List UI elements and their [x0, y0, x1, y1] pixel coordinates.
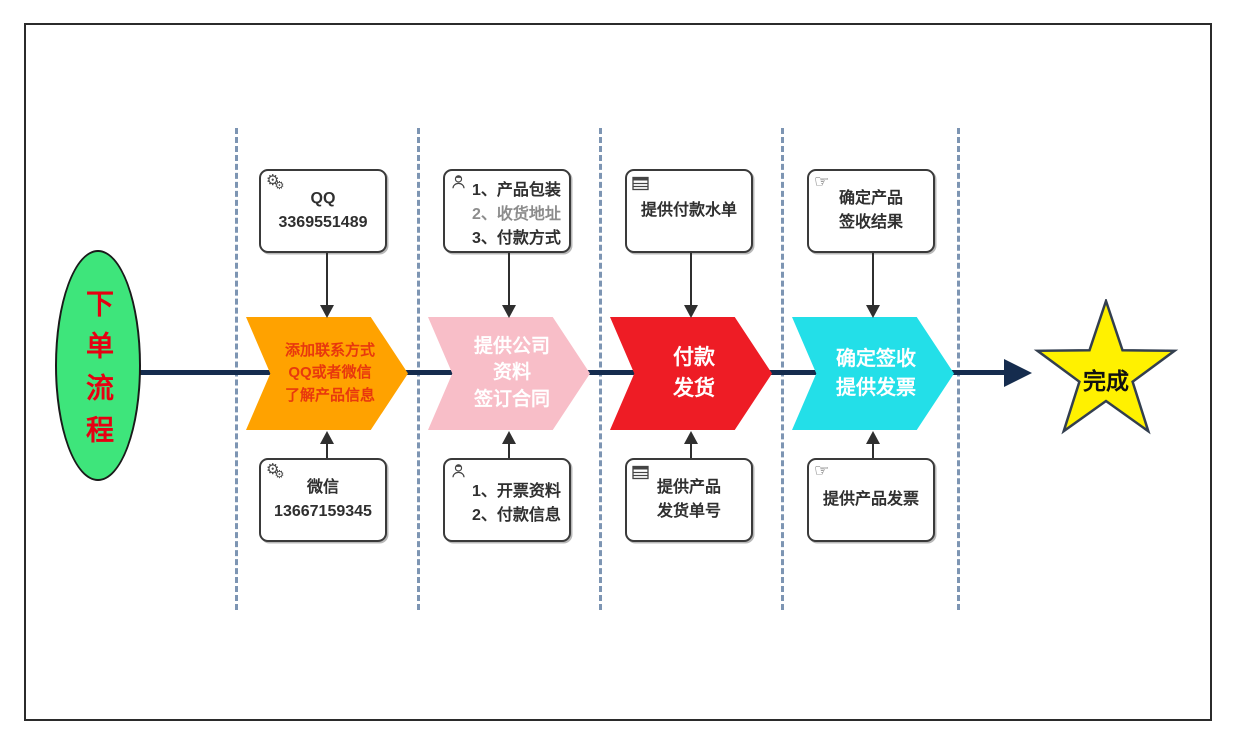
- note-box-payment-slip: 提供付款水单: [625, 169, 753, 253]
- lane-divider: [599, 128, 602, 610]
- note-box-product-invoice: ☞ 提供产品发票: [807, 458, 935, 542]
- note-line: 3369551489: [278, 214, 368, 231]
- connector-line: [872, 253, 874, 306]
- note-line: 微信: [306, 479, 339, 496]
- note-body: 提供付款水单: [627, 171, 751, 251]
- connector-arrowhead-up: [320, 431, 334, 444]
- note-line: 发货单号: [656, 503, 721, 520]
- connector-line: [326, 253, 328, 306]
- connector-arrowhead-down: [320, 305, 334, 318]
- connector-line: [508, 253, 510, 306]
- connector-line: [872, 443, 874, 458]
- lane-divider: [781, 128, 784, 610]
- connector-line: [508, 443, 510, 458]
- note-line: 1、产品包装: [472, 182, 561, 199]
- note-line: 2、付款信息: [472, 507, 561, 524]
- note-body: 1、开票资料 2、付款信息: [445, 460, 569, 540]
- note-box-packing: 1、产品包装 2、收货地址 3、付款方式: [443, 169, 571, 253]
- connector-arrowhead-down: [502, 305, 516, 318]
- note-box-qq: ⚙⚙ QQ 3369551489: [259, 169, 387, 253]
- note-line: 提供产品发票: [822, 491, 919, 508]
- connector-arrowhead-down: [866, 305, 880, 318]
- note-line: QQ: [310, 190, 336, 207]
- note-body: 微信 13667159345: [261, 460, 385, 540]
- connector-arrowhead-up: [502, 431, 516, 444]
- pointing-hand-icon: ☞: [814, 461, 830, 480]
- note-line: 2、收货地址: [472, 206, 561, 223]
- worker-icon: [450, 173, 467, 194]
- gears-icon: ⚙⚙: [266, 461, 285, 481]
- connector-arrowhead-down: [684, 305, 698, 318]
- note-line: 1、开票资料: [472, 483, 561, 500]
- note-line: 提供产品: [656, 479, 721, 496]
- step-chevron-contact: 添加联系方式 QQ或者微信 了解产品信息: [246, 317, 408, 430]
- note-line: 确定产品: [838, 190, 903, 207]
- note-line: 提供付款水单: [640, 202, 737, 219]
- connector-line: [690, 443, 692, 458]
- connector-line: [326, 443, 328, 458]
- outer-border: [24, 23, 1212, 721]
- star-shape: [1033, 299, 1179, 435]
- lane-divider: [417, 128, 420, 610]
- end-label: 完成: [1083, 368, 1129, 394]
- note-box-sign-result: ☞ 确定产品 签收结果: [807, 169, 935, 253]
- note-line: 3、付款方式: [472, 230, 561, 247]
- end-star: 完成: [1033, 299, 1179, 435]
- pointing-hand-icon: ☞: [814, 172, 830, 191]
- main-flow-arrowhead: [1004, 359, 1032, 387]
- note-body: QQ 3369551489: [261, 171, 385, 251]
- connector-arrowhead-up: [684, 431, 698, 444]
- table-icon: [632, 462, 649, 484]
- note-box-wechat: ⚙⚙ 微信 13667159345: [259, 458, 387, 542]
- note-body: 1、产品包装 2、收货地址 3、付款方式: [445, 171, 569, 251]
- note-line: 签收结果: [838, 214, 903, 231]
- note-box-invoice-info: 1、开票资料 2、付款信息: [443, 458, 571, 542]
- note-body: 提供产品发票: [809, 460, 933, 540]
- worker-icon: [450, 462, 467, 483]
- lane-divider: [235, 128, 238, 610]
- note-line: 13667159345: [274, 503, 372, 520]
- gears-icon: ⚙⚙: [266, 172, 285, 192]
- connector-line: [690, 253, 692, 306]
- note-body: 确定产品 签收结果: [809, 171, 933, 251]
- step-chevron-signoff: 确定签收 提供发票: [792, 317, 954, 430]
- note-box-shipping-no: 提供产品 发货单号: [625, 458, 753, 542]
- step-chevron-payment: 付款 发货: [610, 317, 772, 430]
- table-icon: [632, 173, 649, 195]
- lane-divider: [957, 128, 960, 610]
- step-chevron-contract: 提供公司 资料 签订合同: [428, 317, 590, 430]
- connector-arrowhead-up: [866, 431, 880, 444]
- start-ellipse: 下单流程: [55, 250, 141, 481]
- start-label: 下单流程: [83, 288, 114, 457]
- note-body: 提供产品 发货单号: [627, 460, 751, 540]
